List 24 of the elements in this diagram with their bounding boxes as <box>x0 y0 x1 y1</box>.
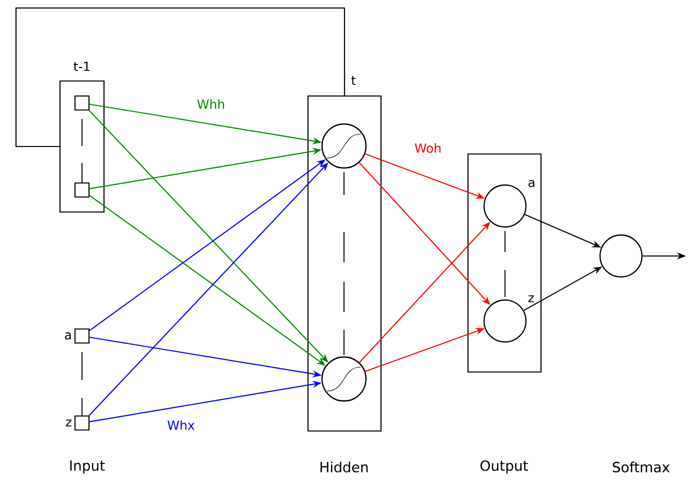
layer-label: Softmax <box>612 462 670 472</box>
node-label: a <box>528 180 534 188</box>
sigmoid-neuron <box>321 123 367 169</box>
connector-line <box>15 7 346 148</box>
sigmoid-neuron <box>321 356 367 402</box>
layer-label: Input <box>70 460 105 474</box>
layer-box: t <box>307 76 382 432</box>
edge-label: Whh <box>196 98 226 110</box>
layer-label: Output <box>480 460 528 474</box>
edge-label: Whx <box>166 419 196 431</box>
square <box>74 95 90 111</box>
layer-box <box>467 153 542 373</box>
node-label: t <box>351 76 356 85</box>
square: z <box>66 415 90 431</box>
edge-label: Woh <box>413 142 443 154</box>
neuron-circle <box>599 234 643 278</box>
square: a <box>65 328 90 344</box>
square <box>74 182 90 198</box>
node-label: a <box>65 332 71 340</box>
layer-label: Hidden <box>320 462 368 472</box>
node-label: t-1 <box>74 62 90 71</box>
node-label: z <box>528 295 534 302</box>
layer-box: t-1 <box>59 62 105 213</box>
node-label: z <box>66 420 72 426</box>
